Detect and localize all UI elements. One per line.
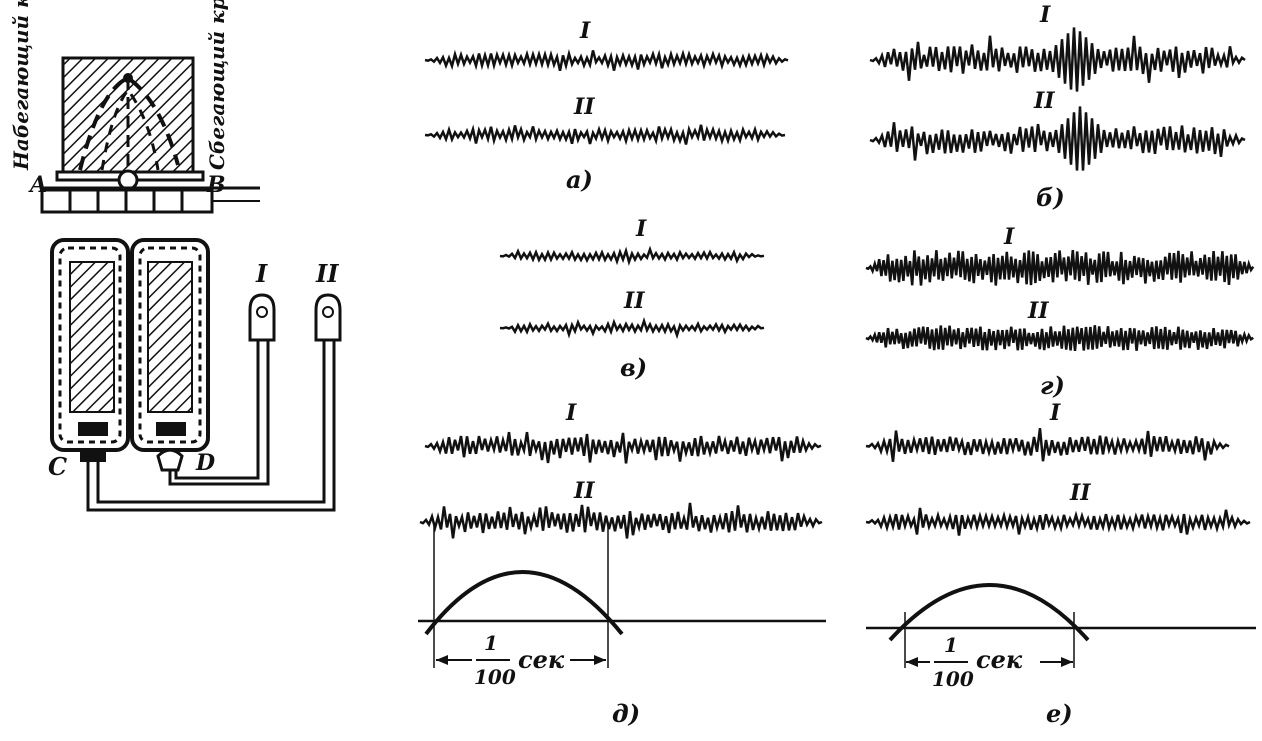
trace-d-2-label: II xyxy=(573,478,595,504)
trace-b-1 xyxy=(869,27,1246,92)
caption-a: а) xyxy=(566,165,593,194)
timebase-e-unit: сек xyxy=(976,645,1023,674)
point-a-label: A xyxy=(28,172,47,198)
trace-a-1-label: I xyxy=(579,18,591,44)
brush-right-body xyxy=(147,261,193,413)
timebase-d-denominator: 100 xyxy=(474,665,516,689)
panel-g: I II г) xyxy=(865,224,1255,400)
panel-d: I II 1 100 сек д) xyxy=(418,400,826,728)
trace-g-1 xyxy=(865,249,1255,286)
trace-e-2-label: II xyxy=(1069,480,1091,506)
trace-e-1 xyxy=(865,428,1230,462)
trace-a-2-label: II xyxy=(573,94,595,120)
timebase-d-numerator: 1 xyxy=(484,631,498,655)
trailing-edge-label: Сбегающий край xyxy=(205,0,229,170)
terminal-c xyxy=(80,448,106,462)
panel-e: I II 1 100 сек е) xyxy=(865,400,1256,728)
trace-g-1-label: I xyxy=(1003,224,1015,250)
trace-g-2 xyxy=(865,325,1254,352)
trace-a-1 xyxy=(424,49,789,71)
leading-edge-label: Набегающий край xyxy=(9,0,33,171)
trace-e-2 xyxy=(865,507,1251,536)
trace-d-2 xyxy=(419,502,823,539)
caption-b: б) xyxy=(1036,183,1065,212)
panel-b: I II б) xyxy=(869,2,1246,212)
trace-v-2 xyxy=(499,316,765,340)
point-b-label: B xyxy=(206,172,226,198)
label-d: D xyxy=(195,450,215,476)
half-wave-e xyxy=(888,583,1090,642)
timebase-d-unit: сек xyxy=(518,645,565,674)
trace-v-1-label: I xyxy=(635,216,647,242)
wire-c-probe-2 xyxy=(86,340,336,512)
trace-d-1 xyxy=(424,431,822,464)
caption-g: г) xyxy=(1040,371,1065,400)
caption-e: е) xyxy=(1046,699,1073,728)
terminal-d xyxy=(156,448,184,472)
timebase-e-numerator: 1 xyxy=(944,633,958,657)
timebase-e-denominator: 100 xyxy=(932,667,974,691)
label-c: C xyxy=(48,452,67,481)
brush-left-body xyxy=(69,261,115,413)
trace-d-1-label: I xyxy=(565,400,577,426)
trace-b-2-label: II xyxy=(1033,88,1055,114)
panel-v: I II в) xyxy=(499,216,765,382)
caption-v: в) xyxy=(620,353,647,382)
half-wave-d xyxy=(424,570,624,636)
trace-b-1-label: I xyxy=(1039,2,1051,28)
trace-a-2 xyxy=(424,124,786,146)
caption-d: д) xyxy=(612,699,640,728)
probe-1-label: I xyxy=(255,259,268,288)
contact-point-center xyxy=(117,169,139,191)
trace-v-2-label: II xyxy=(623,288,645,314)
circuit-diagram: C D I II xyxy=(48,238,342,512)
wire-d-probe-1 xyxy=(168,340,270,486)
panel-a: I II а) xyxy=(424,18,789,194)
brush-diagram: A B Набегающий край Сбегающий край xyxy=(9,0,260,214)
trace-g-2-label: II xyxy=(1027,298,1049,324)
probe-2-label: II xyxy=(315,259,339,288)
trace-b-2 xyxy=(869,106,1246,171)
trace-v-1 xyxy=(499,245,765,267)
trace-e-1-label: I xyxy=(1049,400,1061,426)
contact-point-top xyxy=(123,73,133,83)
